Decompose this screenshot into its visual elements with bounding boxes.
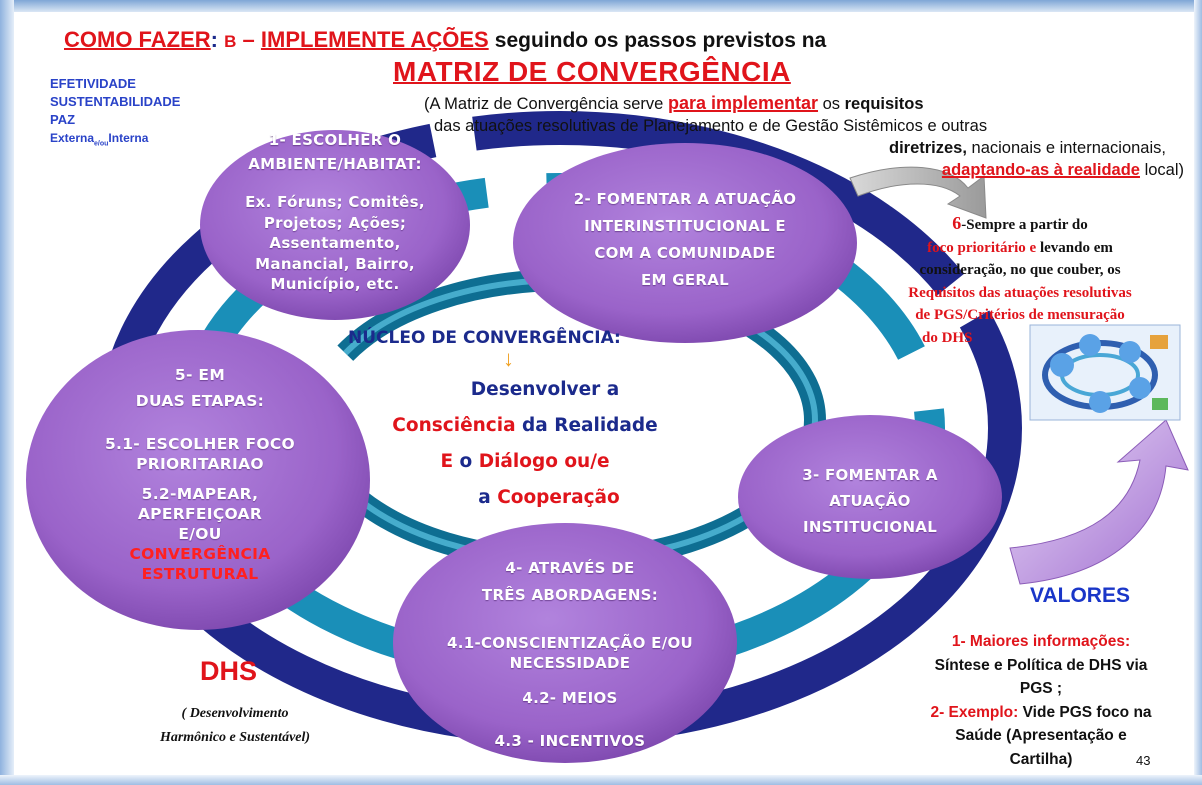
title-seguindo: seguindo os passos previstos na — [494, 29, 827, 52]
title-step-letter: B — [224, 32, 237, 51]
slide-frame-bottom — [0, 775, 1202, 785]
title-colon: : — [210, 27, 218, 52]
list-item-paz: PAZ — [50, 112, 76, 127]
slide-frame-right — [1194, 0, 1202, 785]
ellipse-step2 — [513, 143, 857, 343]
list-item-sustentabilidade: SUSTENTABILIDADE — [50, 94, 181, 109]
step1-examples: Ex. Fóruns; Comitês, Projetos; Ações; As… — [245, 193, 425, 293]
ellipse-step3 — [738, 415, 1002, 579]
step4-items: 4.1-CONSCIENTIZAÇÃO E/OU NECESSIDADE 4.2… — [446, 634, 694, 750]
step2-text: 2- FOMENTAR A ATUAÇÃO INTERINSTITUCIONAL… — [573, 190, 797, 289]
info-block: 1- Maiores informações: Síntese e Políti… — [930, 633, 1152, 768]
ellipse-step1 — [200, 130, 470, 320]
top-left-list: EFETIVIDADE SUSTENTABILIDADE PAZ Externa… — [50, 75, 180, 153]
list-item-efetividade: EFETIVIDADE — [50, 76, 136, 91]
nucleus-arrow: ↓ — [503, 346, 514, 371]
title-line: COMO FAZER: B – IMPLEMENTE AÇÕES seguind… — [64, 27, 826, 53]
step3-text: 3- FOMENTAR A ATUAÇÃO INSTITUCIONAL — [802, 466, 938, 536]
ellipse-step4 — [393, 523, 737, 763]
lavender-curved-arrow — [1009, 419, 1189, 585]
title-como-fazer: COMO FAZER — [64, 27, 211, 52]
title-implemente: IMPLEMENTE AÇÕES — [260, 27, 489, 52]
dhs-title: DHS — [200, 656, 258, 686]
intro-line3: diretrizes, nacionais e internacionais, — [888, 139, 1166, 157]
list-item-externa-interna: Externae/ouInterna — [50, 131, 149, 148]
slide-frame-left — [0, 0, 14, 785]
page-number: 43 — [1136, 753, 1151, 768]
nucleus-heading: NÚCLEO DE CONVERGÊNCIA: — [348, 328, 621, 348]
grey-curved-arrow — [849, 166, 987, 219]
intro-line4: adaptando-as à realidade local) — [941, 161, 1184, 179]
title-dash: – — [242, 27, 255, 52]
slide-frame-top — [0, 0, 1202, 12]
intro-line1: (A Matriz de Convergência serve para imp… — [424, 93, 924, 113]
valores-label: VALORES — [1030, 584, 1130, 607]
step5-heading: 5- EM DUAS ETAPAS: — [135, 366, 265, 410]
step4-heading: 4- ATRAVÉS DE TRÊS ABORDAGENS: — [481, 559, 659, 604]
step5-items: 5.1- ESCOLHER FOCO PRIORITARIAO 5.2-MAPE… — [104, 435, 296, 583]
ellipse-step5 — [26, 330, 370, 630]
step1-heading: 1- ESCOLHER O AMBIENTE/HABITAT: — [248, 131, 422, 173]
step6-text: 6-Sempre a partir do foco prioritário e … — [908, 213, 1132, 346]
intro-paragraph: (A Matriz de Convergência serve para imp… — [418, 92, 1184, 181]
nucleus-body: Desenvolver a Consciência da Realidade E… — [392, 379, 658, 508]
intro-line2: das atuações resolutivas de Planejamento… — [434, 117, 988, 135]
dhs-subtitle: ( Desenvolvimento Harmônico e Sustentáve… — [159, 706, 311, 745]
diagram-thumbnail — [1029, 324, 1181, 421]
title-matriz: MATRIZ DE CONVERGÊNCIA — [393, 56, 791, 87]
